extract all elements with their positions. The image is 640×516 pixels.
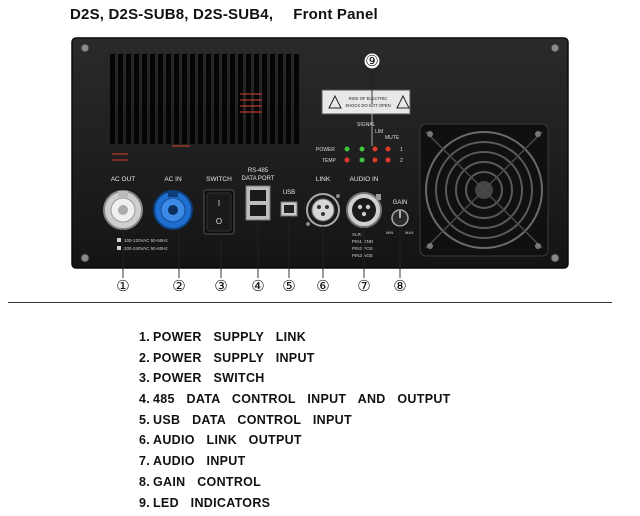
cooling-fan <box>420 124 548 256</box>
mute-led-2 <box>386 158 391 163</box>
gain-max-label: MAX <box>405 230 414 235</box>
warning-text-2: SHOCK DO NOT OPEN <box>345 103 390 108</box>
temp-led <box>345 158 350 163</box>
led-label-temp: TEMP <box>322 158 337 164</box>
callout-4: ④ <box>251 277 264 295</box>
legend-item: 4.485 DATA CONTROL INPUT AND OUTPUT <box>139 392 451 413</box>
signal-led-1 <box>360 147 365 152</box>
xlr-pin2: PIN2 POS <box>352 246 373 251</box>
component-legend: 1.POWER SUPPLY LINK 2.POWER SUPPLY INPUT… <box>139 330 451 516</box>
callout-9: ⑨ <box>365 52 378 70</box>
switch-on-mark: I <box>218 199 220 208</box>
limit-led-2 <box>373 158 378 163</box>
legend-item: 2.POWER SUPPLY INPUT <box>139 351 451 372</box>
legend-number: 8. <box>139 475 153 489</box>
led-label-signal: SIGNAL <box>357 122 376 128</box>
ac-out-label: AC OUT <box>111 176 136 183</box>
legend-number: 4. <box>139 392 153 406</box>
legend-number: 7. <box>139 454 153 468</box>
legend-text: GAIN CONTROL <box>153 475 261 489</box>
callout-3: ③ <box>214 277 227 295</box>
title-panel: Front Panel <box>293 6 378 23</box>
switch-label: SWITCH <box>206 176 232 183</box>
gain-min-label: MIN <box>386 230 393 235</box>
usb-label: USB <box>283 190 295 196</box>
link-label: LINK <box>316 176 331 183</box>
legend-item: 8.GAIN CONTROL <box>139 475 451 496</box>
power-led <box>345 147 350 152</box>
legend-text: POWER SWITCH <box>153 371 265 385</box>
xlr-pin1: PIN1 GND <box>352 239 374 244</box>
limit-led-1 <box>373 147 378 152</box>
signal-led-2 <box>360 158 365 163</box>
rs485-data-port: RS-485 DATA PORT <box>241 168 274 220</box>
audio-in-label: AUDIO IN <box>350 176 379 183</box>
legend-number: 1. <box>139 330 153 344</box>
led-label-ch2: 2 <box>400 158 403 164</box>
legend-number: 5. <box>139 413 153 427</box>
legend-number: 2. <box>139 351 153 365</box>
switch-off-mark: O <box>216 217 222 226</box>
callout-1: ① <box>116 277 129 295</box>
callout-8: ⑧ <box>393 277 406 295</box>
led-label-ch1: 1 <box>400 147 403 153</box>
legend-number: 9. <box>139 496 153 510</box>
led-label-mute: MUTE <box>385 135 400 141</box>
callout-7: ⑦ <box>357 277 370 295</box>
ac-rating-2: 200-240VAC 50-60Hz <box>124 246 168 251</box>
led-label-power: POWER <box>316 147 335 153</box>
ac-rating-1: 100-120VAC 50-60Hz <box>124 238 168 243</box>
legend-text: POWER SUPPLY LINK <box>153 330 306 344</box>
legend-text: AUDIO INPUT <box>153 454 246 468</box>
legend-text: 485 DATA CONTROL INPUT AND OUTPUT <box>153 392 451 406</box>
gain-label: GAIN <box>393 200 408 206</box>
xlr-title: XLR: <box>352 232 362 237</box>
legend-item: 7.AUDIO INPUT <box>139 454 451 475</box>
page-title: D2S, D2S-SUB8, D2S-SUB4, Front Panel <box>70 6 378 23</box>
divider-line <box>8 302 612 303</box>
callout-2: ② <box>172 277 185 295</box>
usb-port: USB <box>281 190 297 216</box>
led-label-limit: LIM <box>375 129 383 135</box>
ac-in-label: AC IN <box>164 176 182 183</box>
warning-text-1: RISK OF ELECTRIC <box>349 96 388 101</box>
legend-text: USB DATA CONTROL INPUT <box>153 413 352 427</box>
legend-text: LED INDICATORS <box>153 496 270 510</box>
mute-led-1 <box>386 147 391 152</box>
xlr-pin3: PIN3 NGE <box>352 253 373 258</box>
legend-number: 6. <box>139 433 153 447</box>
legend-item: 3.POWER SWITCH <box>139 371 451 392</box>
legend-item: 9.LED INDICATORS <box>139 496 451 516</box>
legend-item: 1.POWER SUPPLY LINK <box>139 330 451 351</box>
callout-6: ⑥ <box>316 277 329 295</box>
legend-number: 3. <box>139 371 153 385</box>
shock-warning-label: RISK OF ELECTRIC SHOCK DO NOT OPEN <box>322 90 410 114</box>
rs485-label-1: RS-485 <box>248 168 269 174</box>
legend-item: 6.AUDIO LINK OUTPUT <box>139 433 451 454</box>
title-models: D2S, D2S-SUB8, D2S-SUB4, <box>70 6 273 23</box>
legend-text: AUDIO LINK OUTPUT <box>153 433 302 447</box>
callout-5: ⑤ <box>282 277 295 295</box>
legend-item: 5.USB DATA CONTROL INPUT <box>139 413 451 434</box>
legend-text: POWER SUPPLY INPUT <box>153 351 315 365</box>
rs485-label-2: DATA PORT <box>241 176 274 182</box>
front-panel-photo: RISK OF ELECTRIC SHOCK DO NOT OPEN SIGNA… <box>0 34 640 304</box>
